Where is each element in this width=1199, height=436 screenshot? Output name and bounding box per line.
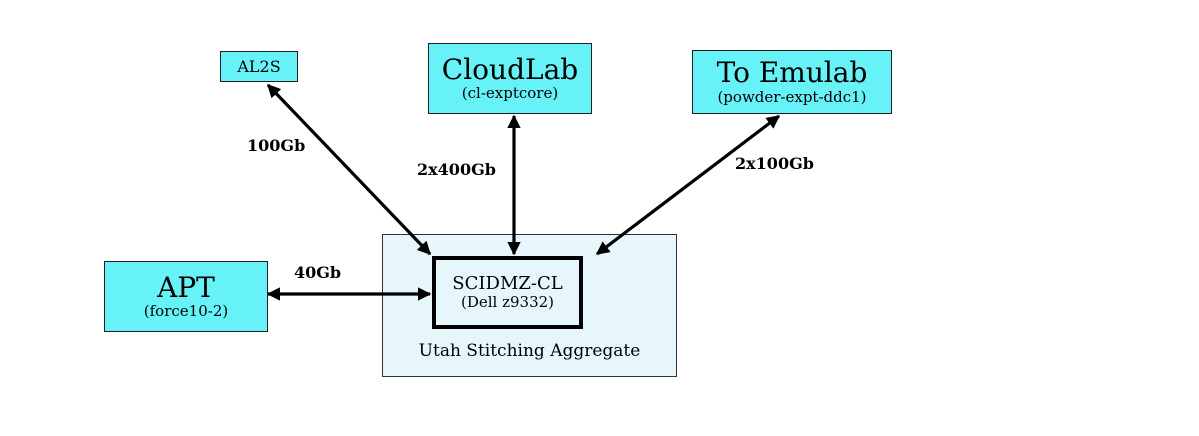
link-cloudlab-label: 2x400Gb (417, 160, 496, 179)
link-al2s-arrow (266, 83, 432, 256)
link-emulab-arrow (595, 114, 781, 256)
emulab-subtitle: (powder-expt-ddc1) (717, 87, 867, 106)
al2s-node: AL2S (220, 51, 298, 82)
al2s-title: AL2S (237, 57, 281, 76)
emulab-node: To Emulab (powder-expt-ddc1) (692, 50, 892, 114)
cloudlab-subtitle: (cl-exptcore) (461, 84, 559, 103)
emulab-title: To Emulab (716, 56, 868, 90)
apt-title: APT (157, 270, 215, 304)
scidmz-title: SCIDMZ-CL (452, 272, 563, 294)
link-emulab-label: 2x100Gb (735, 154, 814, 173)
link-apt-label: 40Gb (294, 263, 342, 282)
apt-subtitle: (force10-2) (143, 302, 229, 321)
scidmz-switch-node: SCIDMZ-CL (Dell z9332) (432, 256, 583, 329)
cloudlab-node: CloudLab (cl-exptcore) (428, 43, 592, 114)
aggregate-label: Utah Stitching Aggregate (418, 341, 641, 361)
cloudlab-title: CloudLab (441, 52, 579, 86)
apt-node: APT (force10-2) (104, 261, 268, 332)
link-al2s-label: 100Gb (247, 136, 306, 155)
scidmz-subtitle: (Dell z9332) (460, 293, 555, 312)
